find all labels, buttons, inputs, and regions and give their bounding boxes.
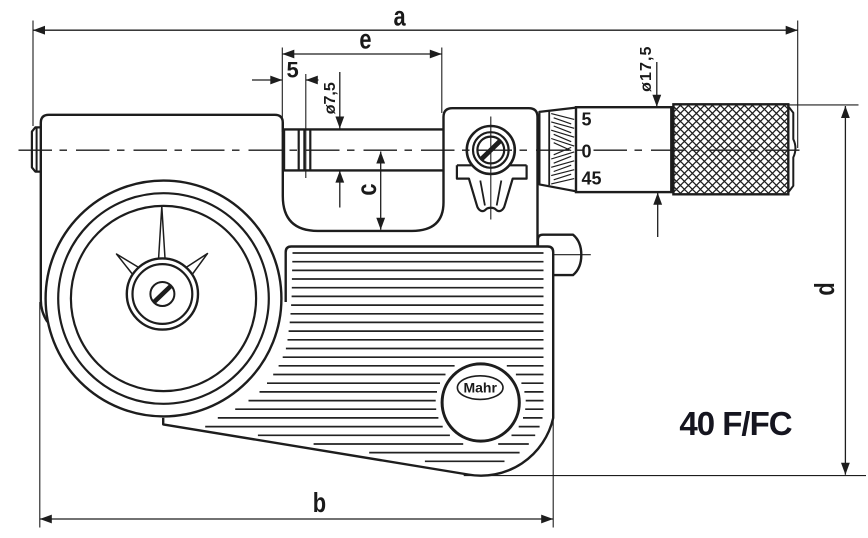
svg-text:a: a — [394, 1, 407, 32]
svg-text:0: 0 — [582, 142, 592, 162]
svg-text:5: 5 — [286, 57, 298, 82]
svg-text:40 F/FC: 40 F/FC — [679, 405, 791, 442]
svg-text:5: 5 — [582, 109, 592, 129]
svg-text:45: 45 — [582, 169, 602, 189]
svg-text:c: c — [351, 183, 382, 195]
svg-text:d: d — [809, 282, 840, 295]
svg-text:ø7,5: ø7,5 — [322, 82, 339, 114]
svg-text:ø17,5: ø17,5 — [638, 45, 655, 91]
svg-text:e: e — [359, 24, 371, 55]
svg-text:b: b — [313, 487, 326, 518]
svg-text:Mahr: Mahr — [463, 380, 497, 396]
